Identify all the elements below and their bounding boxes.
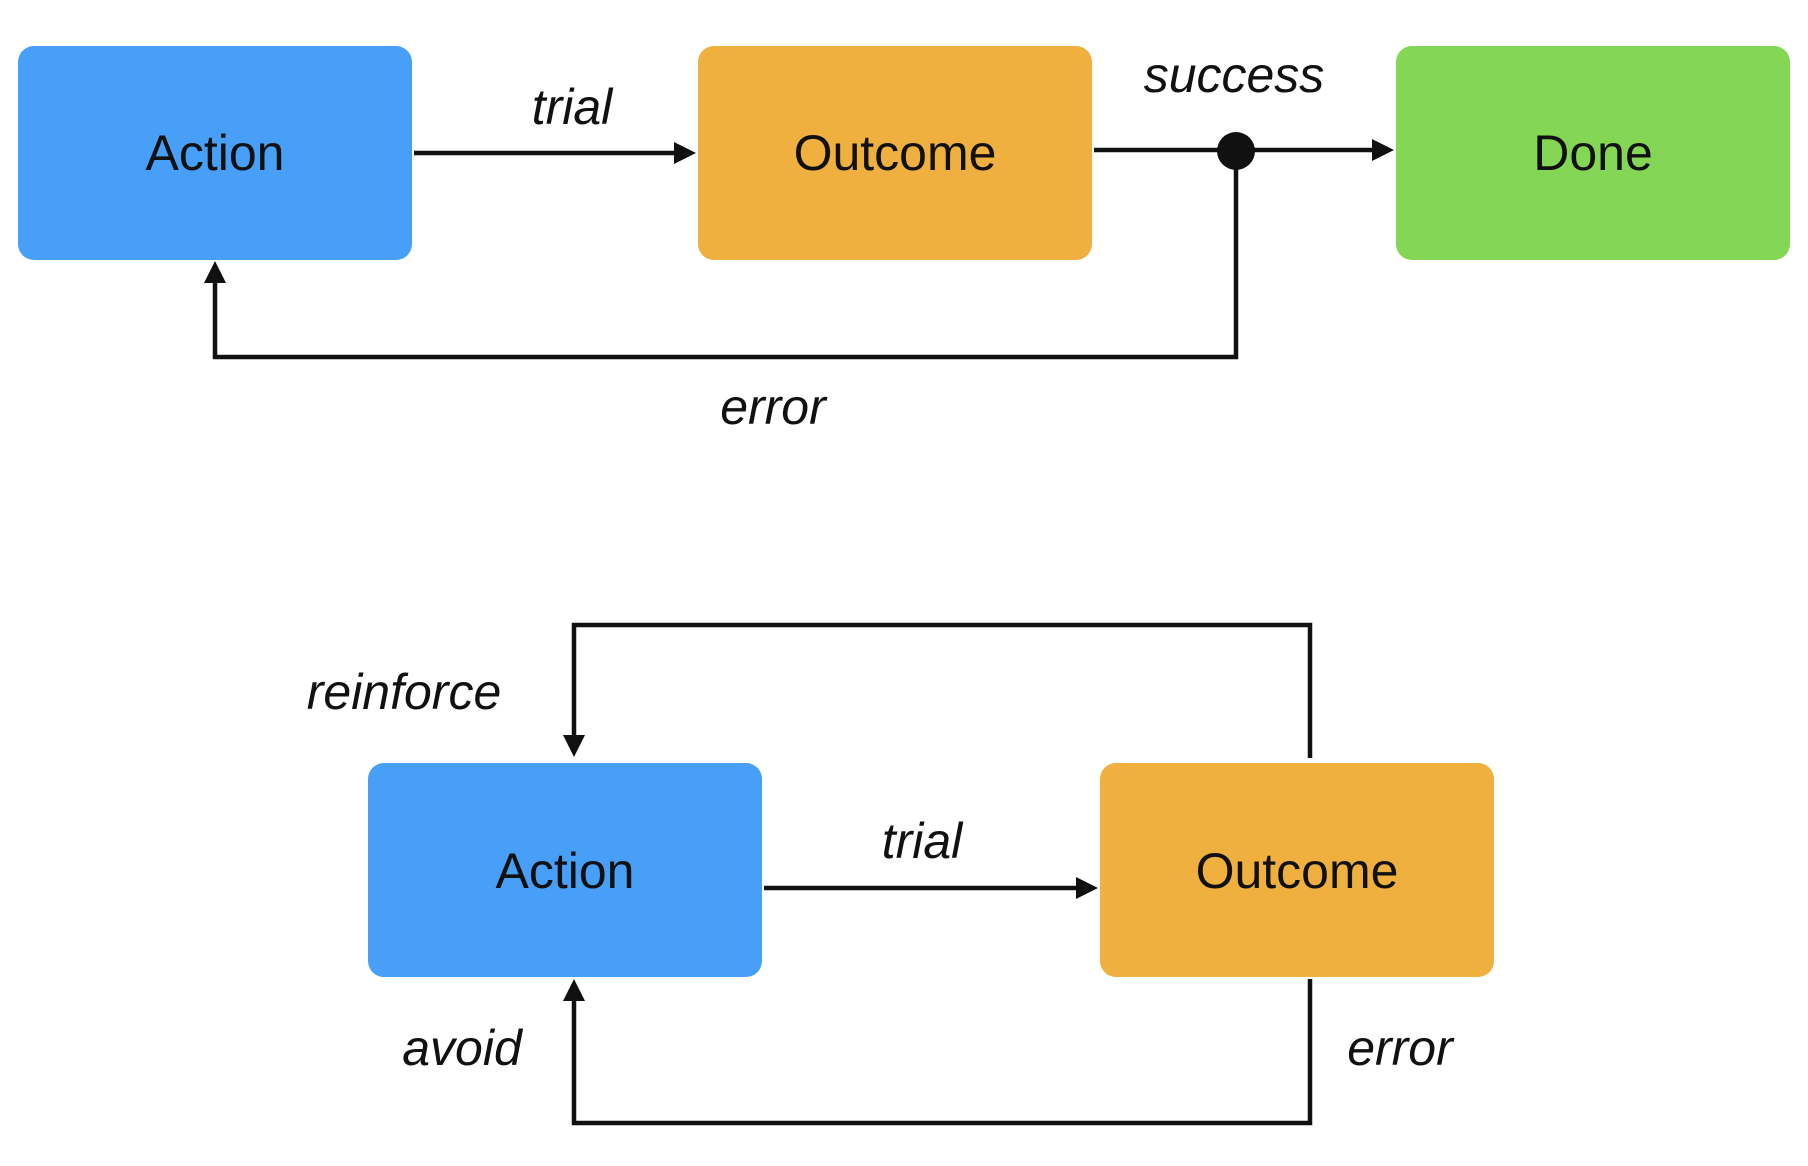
top-action-node: Action: [18, 46, 412, 260]
top-done-box: [1396, 46, 1790, 260]
bottom-outcome-box: [1100, 763, 1494, 977]
bottom-diagram: Action Outcome trial reinforce avoid err…: [307, 622, 1494, 1126]
bottom-outcome-node: Outcome: [1100, 763, 1494, 977]
bottom-reinforce-label: reinforce: [307, 664, 502, 720]
top-error-label: error: [720, 379, 828, 435]
bottom-action-box: [368, 763, 762, 977]
bottom-avoid-label: avoid: [402, 1020, 524, 1076]
bottom-error-arrow: [563, 979, 1313, 1126]
top-success-label: success: [1144, 47, 1325, 103]
top-diagram: Action Outcome Done trial success: [18, 46, 1790, 435]
top-done-label: Done: [1533, 125, 1653, 181]
bottom-trial-arrow: [764, 877, 1098, 899]
bottom-reinforce-arrow: [563, 622, 1313, 758]
top-action-label: Action: [146, 125, 285, 181]
bottom-trial-label: trial: [882, 813, 964, 869]
top-outcome-label: Outcome: [794, 125, 997, 181]
top-done-node: Done: [1396, 46, 1790, 260]
bottom-error-label: error: [1347, 1020, 1455, 1076]
bottom-outcome-label: Outcome: [1196, 843, 1399, 899]
top-outcome-box: [698, 46, 1092, 260]
bottom-action-label: Action: [496, 843, 635, 899]
top-trial-arrow: [414, 142, 696, 164]
bottom-action-node: Action: [368, 763, 762, 977]
top-trial-label: trial: [532, 79, 614, 135]
top-action-box: [18, 46, 412, 260]
top-error-arrow: [204, 151, 1239, 360]
top-outcome-node: Outcome: [698, 46, 1092, 260]
